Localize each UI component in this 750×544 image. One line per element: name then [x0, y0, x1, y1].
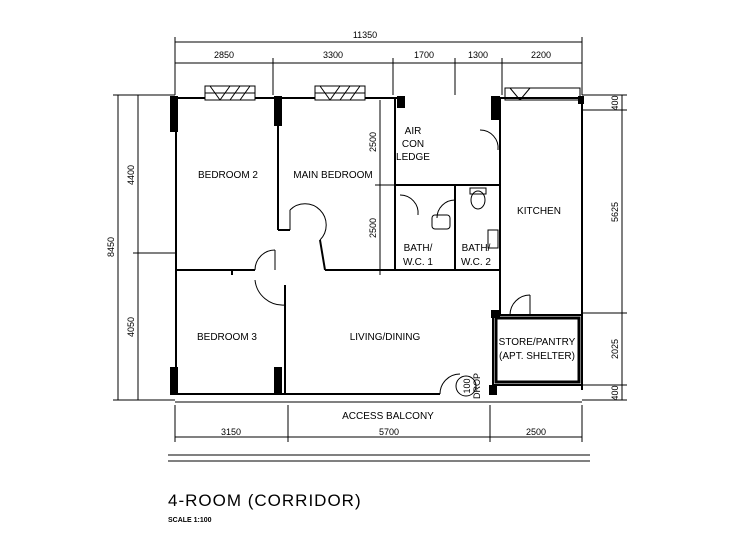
- label-air-con-3: LEDGE: [396, 152, 430, 163]
- dim-right-2: 5625: [610, 202, 620, 222]
- label-bath1-1: BATH/: [404, 243, 433, 254]
- plan-scale: SCALE 1:100: [168, 517, 212, 524]
- label-bedroom-2: BEDROOM 2: [198, 170, 258, 181]
- dim-top-1: 2850: [214, 50, 234, 60]
- right-dimension-lines: [582, 94, 627, 401]
- dim-mid-1: 2500: [368, 132, 378, 152]
- corridor-lines: [168, 454, 590, 462]
- dim-mid-2: 2500: [368, 218, 378, 238]
- plan-title: 4-ROOM (CORRIDOR): [168, 491, 362, 510]
- dim-right-3: 2025: [610, 339, 620, 359]
- left-dimension-lines: [113, 94, 175, 401]
- label-bath1-2: W.C. 1: [403, 257, 433, 268]
- label-air-con-2: CON: [402, 139, 424, 150]
- label-drop-1: 100: [462, 378, 472, 393]
- label-living-dining: LIVING/DINING: [350, 332, 421, 343]
- dim-bottom-1: 3150: [221, 427, 241, 437]
- label-store-2: (APT. SHELTER): [499, 351, 575, 362]
- label-access-balcony: ACCESS BALCONY: [342, 411, 434, 422]
- windows: [204, 85, 581, 101]
- dim-bottom-3: 2500: [526, 427, 546, 437]
- top-dimension-lines: [174, 37, 583, 95]
- label-bath2-1: BATH/: [462, 243, 491, 254]
- pillars: [170, 96, 584, 395]
- label-kitchen: KITCHEN: [517, 206, 561, 217]
- store-pantry-frame: [494, 316, 581, 384]
- dim-top-4: 1300: [468, 50, 488, 60]
- dim-right-1: 400: [610, 95, 620, 110]
- walls: [175, 97, 583, 395]
- label-main-bedroom: MAIN BEDROOM: [293, 170, 372, 181]
- bottom-dimension-lines: [174, 401, 583, 442]
- label-bath2-2: W.C. 2: [461, 257, 491, 268]
- dim-top-total: 11350: [353, 30, 377, 40]
- bath-fixtures: [431, 187, 499, 249]
- dim-right-4: 400: [610, 385, 620, 400]
- room-labels: BEDROOM 2 MAIN BEDROOM AIR CON LEDGE KIT…: [197, 126, 576, 422]
- dim-left-2: 4050: [126, 317, 136, 337]
- dim-top-5: 2200: [531, 50, 551, 60]
- dim-left-1: 4400: [126, 165, 136, 185]
- label-drop-2: DROP: [472, 373, 482, 399]
- drop-circle: [455, 375, 477, 397]
- dim-bottom-2: 5700: [379, 427, 399, 437]
- dimension-labels: 11350 2850 3300 1700 1300 2200 3150 5700…: [106, 30, 620, 437]
- label-air-con-1: AIR: [405, 126, 422, 137]
- dim-top-3: 1700: [414, 50, 434, 60]
- dim-top-2: 3300: [323, 50, 343, 60]
- label-store-1: STORE/PANTRY: [499, 337, 576, 348]
- doors: [254, 129, 531, 395]
- dim-left-total: 8450: [106, 237, 116, 257]
- label-bedroom-3: BEDROOM 3: [197, 332, 257, 343]
- middle-dimension-lines: [375, 100, 395, 275]
